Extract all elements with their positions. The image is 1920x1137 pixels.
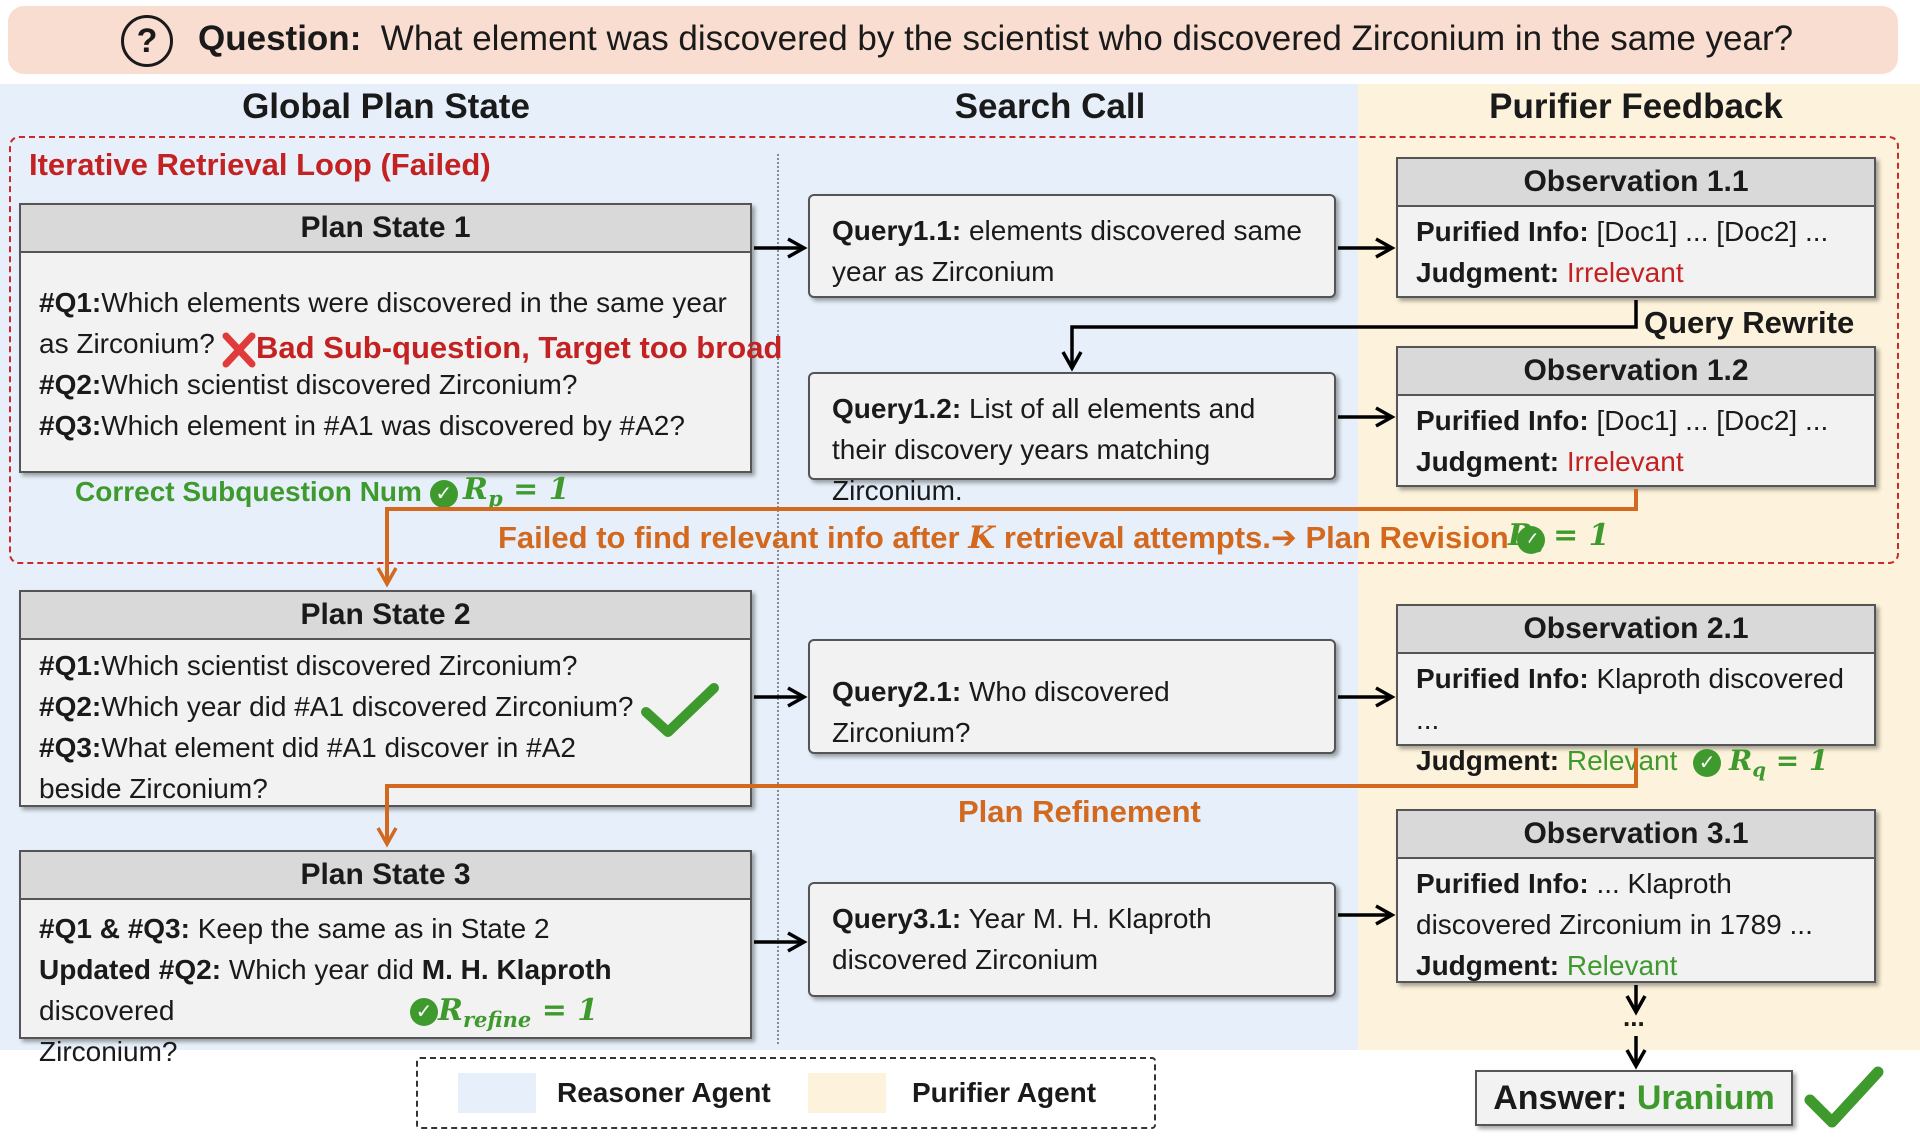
q-text: Which element in #A1 was discovered by #… — [101, 410, 685, 441]
plan-state-1-title: Plan State 1 — [21, 205, 750, 253]
judgment-irrelevant: Irrelevant — [1566, 257, 1684, 288]
plan2-q3: #Q3:What element did #A1 discover in #A2… — [39, 732, 576, 804]
plan-refinement-label: Plan Refinement — [958, 794, 1201, 829]
question-circle-icon: ? — [121, 15, 173, 67]
observation-1-2: Observation 1.2 Purified Info: [Doc1] ..… — [1396, 346, 1876, 487]
plan3-line1: #Q1 & #Q3: Keep the same as in State 2 — [39, 913, 550, 944]
query-1-1: Query1.1: elements discovered same year … — [808, 194, 1336, 298]
question-bar — [8, 6, 1898, 74]
query-1-2: Query1.2: List of all elements and their… — [808, 372, 1336, 506]
query-2-1: Query2.1: Who discovered Zirconium? — [808, 639, 1336, 754]
question-text: Question: What element was discovered by… — [198, 19, 1794, 58]
plan1-q3: #Q3:Which element in #A1 was discovered … — [39, 405, 732, 446]
plan-state-2: Plan State 2 #Q1:Which scientist discove… — [19, 590, 752, 807]
query-3-1: Query3.1: Year M. H. Klaproth discovered… — [808, 882, 1336, 997]
legend-label-reasoner: Reasoner Agent — [557, 1077, 771, 1108]
retrieval-loop-frame — [9, 136, 1899, 564]
plan-state-3-title: Plan State 3 — [21, 852, 750, 900]
column-divider — [777, 154, 779, 1044]
answer-label: Answer: — [1493, 1079, 1628, 1117]
answer-value: Uranium — [1636, 1079, 1775, 1117]
judgment-relevant: Relevant — [1566, 950, 1678, 981]
arrow-plan-refinement — [376, 748, 1638, 848]
query-rewrite-label: Query Rewrite — [1644, 305, 1855, 340]
plan1-q2: #Q2:Which scientist discovered Zirconium… — [39, 364, 732, 405]
big-check-icon — [640, 682, 720, 743]
question-body: What element was discovered by the scien… — [380, 19, 1794, 58]
q-label: #Q2: — [39, 369, 102, 400]
query-reward-formula: Rq = 1 — [1728, 744, 1829, 782]
plan3-line2: Updated #Q2: Which year did M. H. Klapro… — [39, 954, 612, 1026]
check-circle-icon: ✓ — [1693, 748, 1722, 777]
column-heading-plan: Global Plan State — [242, 87, 530, 126]
refine-reward: ✓Rrefine = 1 — [410, 990, 598, 1041]
q-text: Which scientist discovered Zirconium? — [101, 369, 578, 400]
column-heading-search: Search Call — [954, 87, 1146, 126]
plan-state-1: Plan State 1 #Q1:Which elements were dis… — [19, 203, 752, 473]
legend-swatch-reasoner — [458, 1073, 536, 1113]
plan2-q1: #Q1:Which scientist discovered Zirconium… — [39, 650, 578, 681]
legend-swatch-purifier — [808, 1073, 886, 1113]
q-label: #Q1: — [39, 287, 102, 318]
plan2-q2: #Q2:Which year did #A1 discovered Zircon… — [39, 691, 634, 722]
check-circle-icon: ✓ — [410, 998, 438, 1027]
plan-state-2-title: Plan State 2 — [21, 592, 750, 640]
answer-check-icon — [1804, 1066, 1884, 1133]
legend — [416, 1057, 1156, 1129]
loop-title: Iterative Retrieval Loop (Failed) — [29, 147, 491, 182]
judgment-relevant: Relevant — [1566, 745, 1678, 776]
q-text: Which elements were discovered in the sa… — [39, 287, 727, 359]
observation-2-1: Observation 2.1 Purified Info: Klaproth … — [1396, 604, 1876, 782]
plan-state-3: Plan State 3 #Q1 & #Q3: Keep the same as… — [19, 850, 752, 1067]
cross-icon — [222, 332, 256, 368]
observation-1-1: Observation 1.1 Purified Info: [Doc1] ..… — [1396, 157, 1876, 298]
plan-revision-note: Failed to find relevant info after K ret… — [498, 517, 1546, 559]
check-circle-icon: ✓ — [1517, 525, 1546, 554]
arrow-plan-revision — [376, 489, 1638, 588]
question-label: Question — [198, 19, 350, 58]
column-heading-purifier: Purifier Feedback — [1489, 87, 1783, 126]
revision-reward-formula: Rt = 1 — [1508, 518, 1610, 557]
plan-reward-label: Correct Subquestion Num ✓ — [75, 472, 458, 512]
q-label: #Q3: — [39, 410, 102, 441]
judgment-irrelevant: Irrelevant — [1566, 446, 1684, 477]
plan-reward-formula: Rp = 1 — [463, 472, 570, 511]
arrow-query-rewrite — [1061, 300, 1638, 372]
plan3-line3: Zirconium? — [39, 1036, 178, 1067]
plan1-q1: #Q1:Which elements were discovered in th… — [39, 282, 732, 364]
observation-3-1: Observation 3.1 Purified Info: ... Klapr… — [1396, 809, 1876, 983]
bad-subquestion-flag: Bad Sub-question, Target too broad — [222, 327, 782, 369]
answer-box: Answer: Uranium — [1475, 1070, 1793, 1126]
check-circle-icon: ✓ — [429, 479, 458, 508]
legend-label-purifier: Purifier Agent — [912, 1077, 1097, 1108]
